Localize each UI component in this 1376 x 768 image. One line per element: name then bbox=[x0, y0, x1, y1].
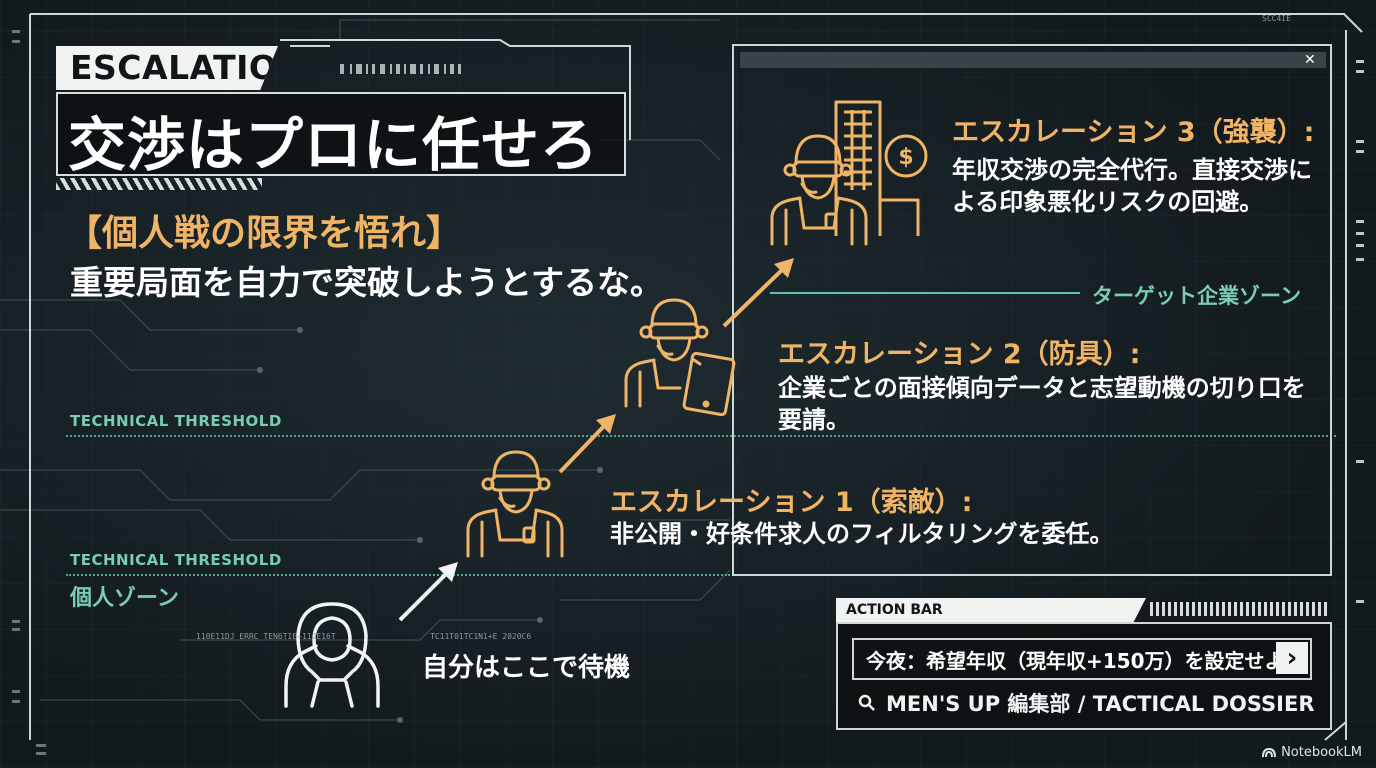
hoodie-person-icon bbox=[284, 602, 380, 708]
threshold-label-upper: TECHNICAL THRESHOLD bbox=[70, 412, 282, 430]
footer-credit: MEN'S UP 編集部 / TACTICAL DOSSIER bbox=[886, 692, 1315, 716]
action-input-field[interactable] bbox=[852, 638, 1312, 680]
escalation-1-desc: 非公開・好条件求人のフィルタリングを委任。 bbox=[610, 520, 1114, 548]
personal-zone-label: 個人ゾーン bbox=[70, 586, 179, 611]
agent-icon bbox=[624, 298, 709, 408]
page-title: 交渉はプロに任せろ bbox=[68, 111, 600, 179]
escalation-tag: ESCALATION bbox=[56, 46, 278, 90]
self-wait-label: 自分はここで待機 bbox=[422, 653, 631, 683]
submit-button[interactable]: › bbox=[1276, 642, 1308, 674]
brand-watermark: NotebookLM bbox=[1262, 745, 1362, 760]
escalation-panel bbox=[732, 44, 1332, 576]
tablet-icon bbox=[682, 351, 736, 417]
hatch-decoration bbox=[56, 178, 262, 190]
threshold-label-lower: TECHNICAL THRESHOLD bbox=[70, 551, 282, 569]
target-zone-label: ターゲット企業ゾーン bbox=[1092, 284, 1301, 308]
arrow-icon bbox=[398, 562, 458, 622]
escalation-1-title: エスカレーション 1（索敵）: bbox=[610, 487, 973, 518]
micro-text-a: 110E11DJ ERRC TEN6TIE—110E16T bbox=[196, 632, 336, 641]
action-input-text: 今夜：希望年収（現年収+150万）を設定せよ。 bbox=[866, 649, 1305, 673]
agent-icon bbox=[770, 134, 868, 246]
title-frame bbox=[56, 92, 626, 176]
chevron-right-icon: › bbox=[1286, 643, 1298, 673]
building-icon: $ bbox=[834, 100, 928, 236]
search-icon bbox=[858, 694, 875, 711]
section-subheading: 重要局面を自力で突破しようとするな。 bbox=[70, 263, 664, 302]
action-bar-tag: ACTION BAR bbox=[836, 598, 1146, 622]
section-heading: 【個人戦の限界を悟れ】 bbox=[66, 213, 463, 254]
escalation-2-desc: 企業ごとの面接傾向データと志望動機の切り口を要請。 bbox=[778, 374, 1306, 434]
micro-text-c: SCC4IE bbox=[1262, 14, 1291, 23]
threshold-line-lower bbox=[66, 574, 730, 576]
action-bar-hatch bbox=[1150, 602, 1330, 616]
panel-titlebar bbox=[740, 52, 1326, 68]
escalation-3-title: エスカレーション 3（強襲）: bbox=[952, 117, 1315, 148]
threshold-line-upper bbox=[66, 435, 1336, 437]
escalation-3-desc: 年収交渉の完全代行。直接交渉による印象悪化リスクの回避。 bbox=[952, 156, 1312, 216]
escalation-2-title: エスカレーション 2（防具）: bbox=[778, 339, 1141, 370]
svg-text:$: $ bbox=[898, 145, 913, 170]
notebook-logo-icon bbox=[1262, 747, 1277, 757]
micro-text-b: TC11T01TC1N1+E 2020C6 bbox=[430, 632, 532, 641]
close-icon[interactable]: ✕ bbox=[1304, 52, 1316, 68]
action-bar-footer: MEN'S UP 編集部 / TACTICAL DOSSIER bbox=[858, 688, 1315, 718]
arrow-icon bbox=[722, 258, 794, 328]
brand-name: NotebookLM bbox=[1281, 745, 1362, 760]
arrow-icon bbox=[558, 414, 616, 474]
target-zone-line bbox=[770, 292, 1080, 294]
agent-icon bbox=[466, 450, 564, 558]
